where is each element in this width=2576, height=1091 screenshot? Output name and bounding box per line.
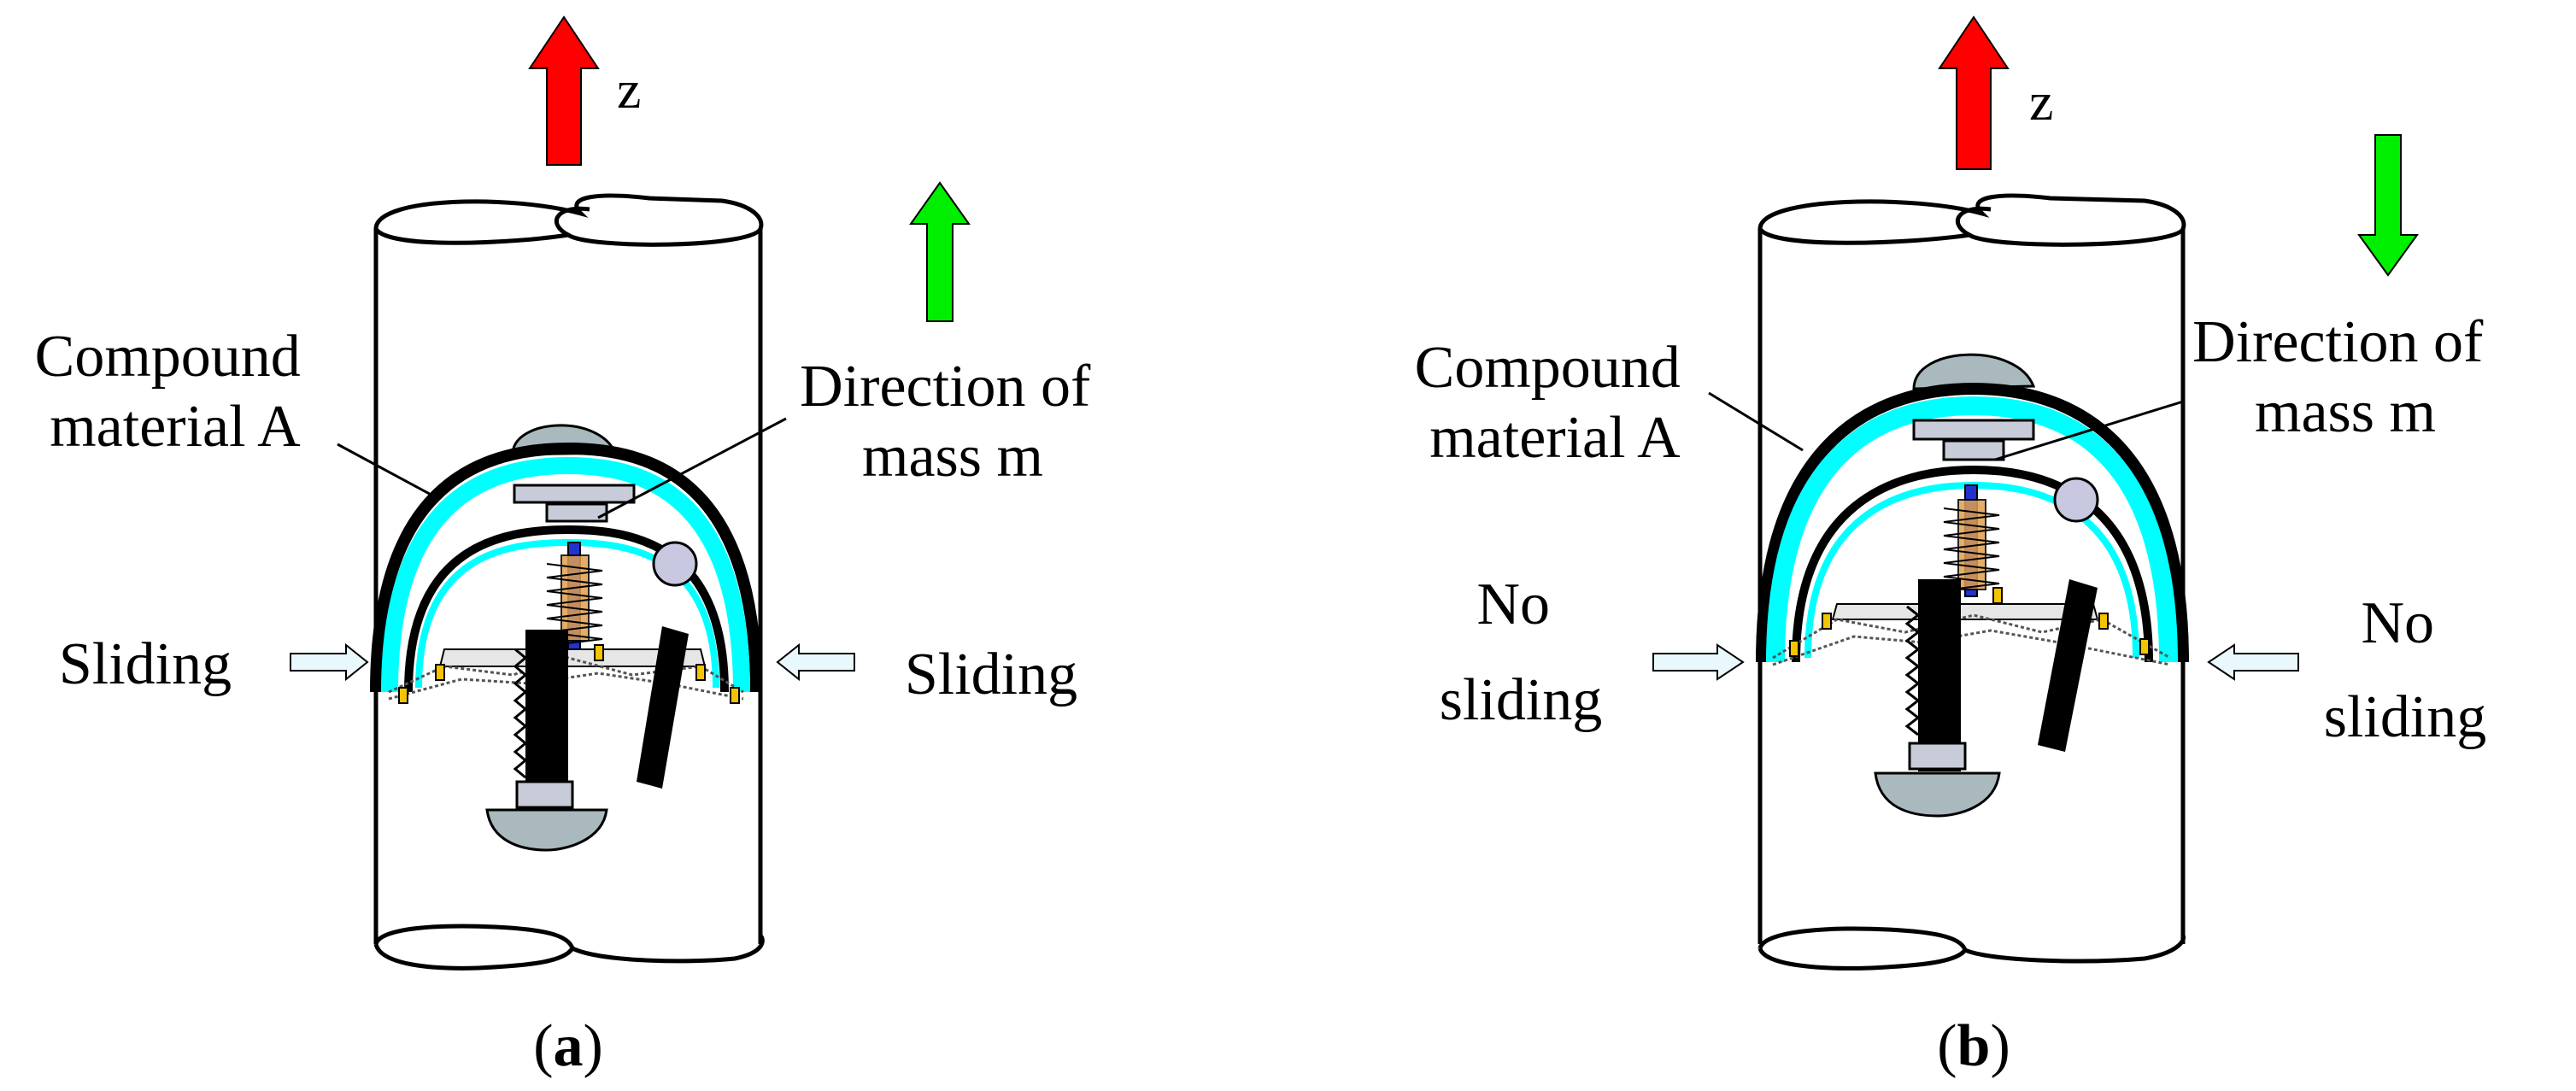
- right-pointer-arrow: [2207, 643, 2299, 681]
- spring-coil: [1943, 507, 2000, 591]
- right-pointer-arrow: [776, 642, 855, 682]
- tab: [695, 664, 706, 681]
- direction-pointer-line: [597, 417, 787, 519]
- z-axis-arrow: [1938, 15, 2010, 170]
- mass-direction-arrow-up: [909, 181, 971, 322]
- tab: [1992, 587, 2003, 604]
- tilted-bar: [637, 626, 689, 789]
- compound-pointer-line: [337, 443, 437, 499]
- direction-label: Direction of mass m: [800, 354, 1106, 490]
- bottom-cap: [485, 808, 608, 852]
- tilted-bar: [2038, 579, 2098, 752]
- z-axis-label: z: [2029, 71, 2053, 132]
- bearing-ball: [652, 541, 698, 587]
- panel-caption: (a): [533, 1013, 603, 1079]
- tab: [1789, 640, 1799, 657]
- tab: [435, 664, 445, 681]
- inner-shell: [1792, 465, 2153, 663]
- upper-plate: [513, 484, 636, 504]
- tab: [2098, 613, 2109, 630]
- tab: [1822, 613, 1832, 630]
- outer-shell: [370, 442, 762, 693]
- left-label: No sliding: [1440, 572, 1603, 733]
- top-cap: [1912, 353, 2036, 390]
- panel-b: z: [1415, 15, 2498, 1079]
- upper-plate: [1912, 419, 2035, 441]
- compound-label: Compound material A: [35, 324, 316, 460]
- bearing-ball: [2053, 477, 2099, 523]
- spring-sleeve: [560, 554, 590, 642]
- compound-material-layer: [381, 456, 750, 693]
- outer-shell: [1756, 382, 2189, 663]
- inner-mechanism: [370, 424, 762, 852]
- panel-caption: (b): [1937, 1013, 2010, 1079]
- inner-mechanism: [1756, 353, 2189, 818]
- tab: [2139, 638, 2150, 655]
- bottom-cap: [1874, 771, 2001, 818]
- inner-shell: [404, 525, 729, 693]
- compound-label: Compound material A: [1415, 335, 1696, 471]
- tab: [730, 687, 740, 704]
- panel-a: z: [35, 15, 1106, 1079]
- pipe-body: [373, 193, 765, 971]
- compound-material-layer: [1766, 396, 2178, 663]
- mass-direction-arrow-down: [2357, 134, 2419, 277]
- compound-pointer-line: [1708, 391, 1804, 452]
- wire-net: [1772, 613, 2171, 666]
- direction-pointer-line: [1994, 400, 2184, 461]
- z-axis-arrow: [528, 15, 600, 166]
- tab: [594, 644, 604, 661]
- lower-plate: [1942, 439, 2005, 461]
- z-axis-label: z: [617, 59, 641, 120]
- lower-plate: [545, 502, 608, 523]
- tab: [398, 687, 408, 704]
- direction-label: Direction of mass m: [2192, 309, 2498, 445]
- left-pointer-arrow: [290, 642, 369, 682]
- right-label: Sliding: [905, 642, 1077, 707]
- threaded-bolt: [525, 630, 568, 801]
- threaded-bolt: [1918, 579, 1961, 771]
- right-label: No sliding: [2324, 590, 2487, 750]
- left-label: Sliding: [59, 631, 232, 697]
- left-pointer-arrow: [1652, 643, 1745, 681]
